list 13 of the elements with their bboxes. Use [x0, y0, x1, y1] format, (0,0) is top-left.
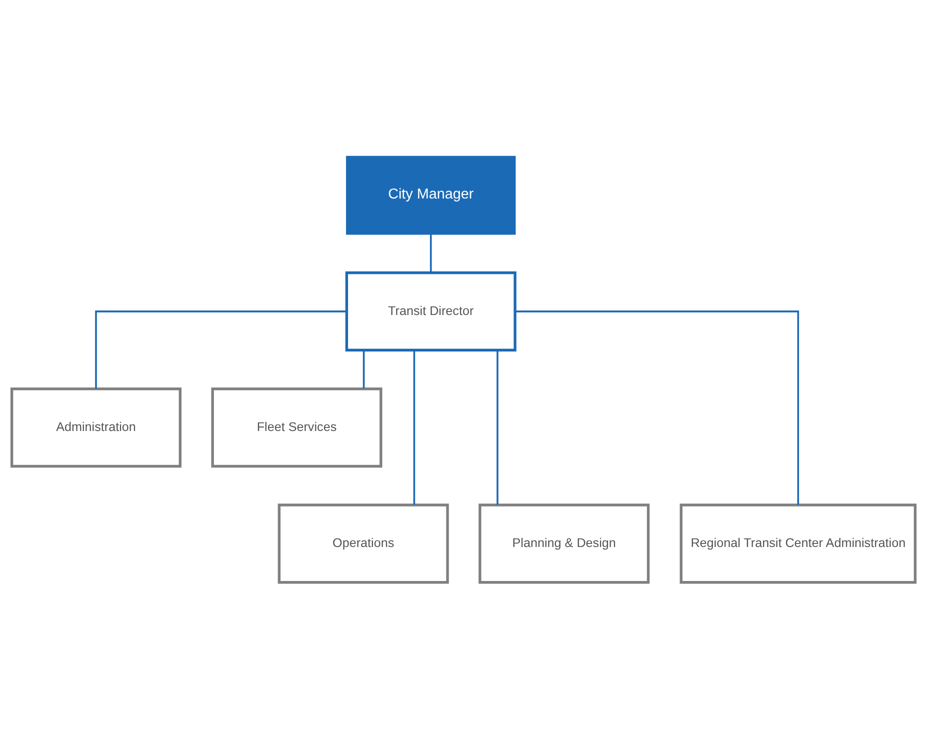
node-box: Regional Transit Center Administration	[680, 503, 917, 584]
connector	[515, 310, 800, 504]
connector	[430, 234, 432, 272]
node-box: City Manager	[346, 155, 516, 234]
node-box: Fleet Services	[211, 387, 382, 468]
connector	[95, 310, 346, 388]
connector	[362, 350, 365, 388]
node-box: Operations	[278, 503, 449, 584]
node-box: Transit Director	[345, 270, 516, 351]
connector	[496, 350, 498, 504]
node-box: Administration	[10, 387, 182, 468]
node-box: Planning & Design	[478, 503, 650, 584]
connector	[413, 350, 416, 504]
